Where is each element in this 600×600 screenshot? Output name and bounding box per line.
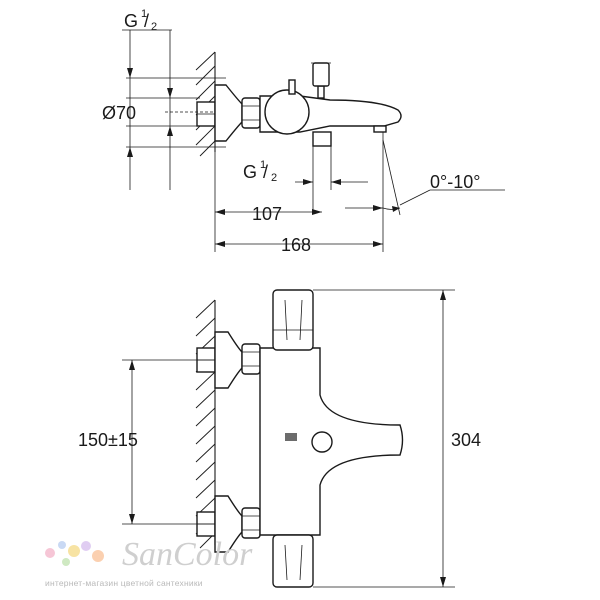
front-top-handle — [272, 289, 314, 351]
front-bottom-handle — [272, 534, 314, 588]
watermark-dot — [92, 550, 104, 562]
front-view: 150±15 304 — [78, 289, 481, 588]
watermark-dot — [58, 541, 66, 549]
svg-text:/: / — [144, 11, 149, 31]
top-view: G 1 / 2 Ø70 G 1 / 2 0°-10° — [102, 8, 505, 255]
top-diverter-stem — [317, 85, 325, 99]
dim-107-label: 107 — [252, 204, 282, 224]
dim-304-label: 304 — [451, 430, 481, 450]
svg-text:1: 1 — [141, 8, 147, 20]
diameter-label: Ø70 — [102, 103, 136, 123]
bottom-thread-label: G 1 / 2 — [243, 159, 277, 184]
top-bottom-connector — [312, 131, 332, 147]
front-lower-nut — [241, 507, 261, 539]
front-indicator-mark — [285, 433, 297, 441]
top-handle-stem — [288, 79, 296, 95]
front-upper-nut — [241, 343, 261, 375]
dim-168-label: 168 — [281, 235, 311, 255]
angle-label: 0°-10° — [430, 172, 480, 192]
svg-text:2: 2 — [151, 21, 157, 33]
top-rosette — [214, 84, 243, 142]
front-wall-hatch — [195, 299, 216, 549]
top-spout-outlet — [373, 125, 387, 133]
front-diverter-button — [311, 431, 333, 453]
watermark-dots — [45, 541, 104, 566]
watermark: SanColor интернет-магазин цветной сантех… — [45, 536, 253, 588]
dim-150-label: 150±15 — [78, 430, 138, 450]
top-diverter-knob — [312, 62, 330, 87]
watermark-brand: SanColor — [122, 536, 253, 573]
watermark-tagline: интернет-магазин цветной сантехники — [45, 578, 203, 588]
watermark-dot — [45, 548, 55, 558]
top-handle-knob — [264, 89, 310, 135]
top-nut — [241, 97, 261, 129]
watermark-dot — [68, 545, 80, 557]
svg-text:2: 2 — [271, 172, 277, 184]
svg-text:G: G — [243, 162, 257, 182]
front-upper-rosette — [214, 331, 243, 389]
top-thread-label: G 1 / 2 — [124, 8, 157, 33]
svg-text:G: G — [124, 11, 138, 31]
svg-text:1: 1 — [260, 159, 266, 171]
svg-text:/: / — [263, 162, 268, 182]
watermark-dot — [62, 558, 70, 566]
watermark-dot — [81, 541, 91, 551]
